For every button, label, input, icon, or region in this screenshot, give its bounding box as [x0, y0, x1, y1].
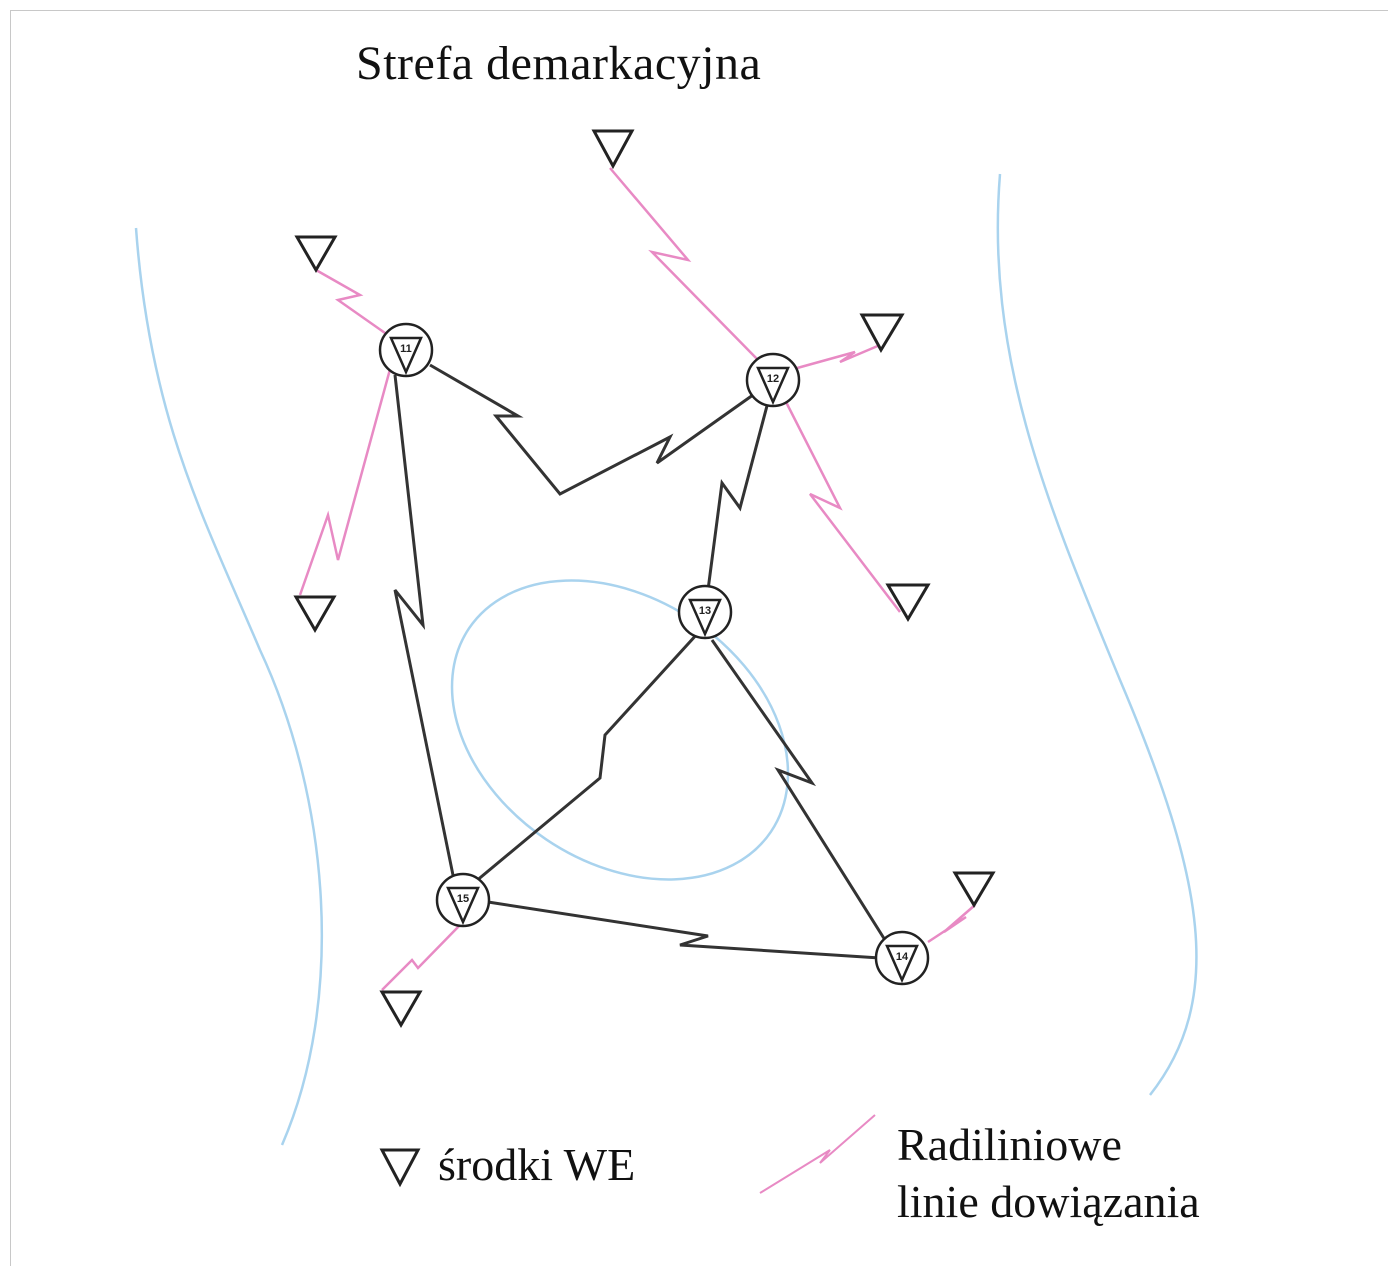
node-13: 13 [677, 584, 733, 640]
legend-radio-label-line1: Radiliniowe [897, 1119, 1122, 1170]
terminal-triangle-7 [379, 990, 423, 1029]
trunk-13-14 [710, 639, 887, 941]
node-14: 14 [874, 930, 930, 986]
trunk-links [393, 363, 887, 960]
terminal-triangle-6 [952, 871, 996, 908]
node-label-14: 14 [896, 951, 909, 963]
trunk-12-13 [706, 401, 770, 591]
legend-terminal-icon [379, 1148, 421, 1188]
access-link-12-c [783, 399, 901, 613]
access-link-12-b [789, 343, 881, 372]
diagram-title: Strefa demarkacyjna [356, 37, 762, 90]
node-label-11: 11 [400, 343, 412, 355]
boundary-lines [134, 173, 1198, 1146]
legend-terminal-label: środki WE [438, 1139, 636, 1190]
trunk-11-15 [393, 374, 457, 886]
terminal-symbols [293, 129, 996, 1029]
terminal-triangle-2 [591, 129, 635, 170]
terminal-triangle-3 [859, 313, 905, 354]
trunk-13-15 [474, 631, 700, 884]
node-11: 11 [378, 322, 434, 378]
access-link-14 [927, 904, 976, 944]
terminal-triangle-4 [293, 595, 337, 634]
access-link-11-b [298, 361, 394, 596]
trunk-15-14 [487, 900, 881, 960]
legend-radio-label: Radiliniowe linie dowiązania [897, 1116, 1200, 1230]
node-label-15: 15 [457, 893, 469, 905]
trunk-11-12 [429, 363, 761, 496]
access-link-11-a [315, 268, 396, 342]
node-label-12: 12 [767, 373, 779, 385]
right-boundary [996, 173, 1198, 1096]
diagram-frame [10, 10, 1388, 1266]
legend-radio-label-line2: linie dowiązania [897, 1176, 1200, 1227]
radio-access-links [298, 167, 976, 991]
left-boundary [134, 227, 324, 1146]
node-label-13: 13 [699, 605, 711, 617]
node-15: 15 [435, 872, 491, 928]
terminal-triangle-1 [294, 235, 338, 274]
node-12: 12 [745, 352, 801, 408]
access-link-15 [381, 924, 461, 991]
legend-radio-link-icon [759, 1114, 876, 1194]
access-link-12-a [609, 167, 761, 363]
terminal-triangle-5 [885, 583, 931, 622]
